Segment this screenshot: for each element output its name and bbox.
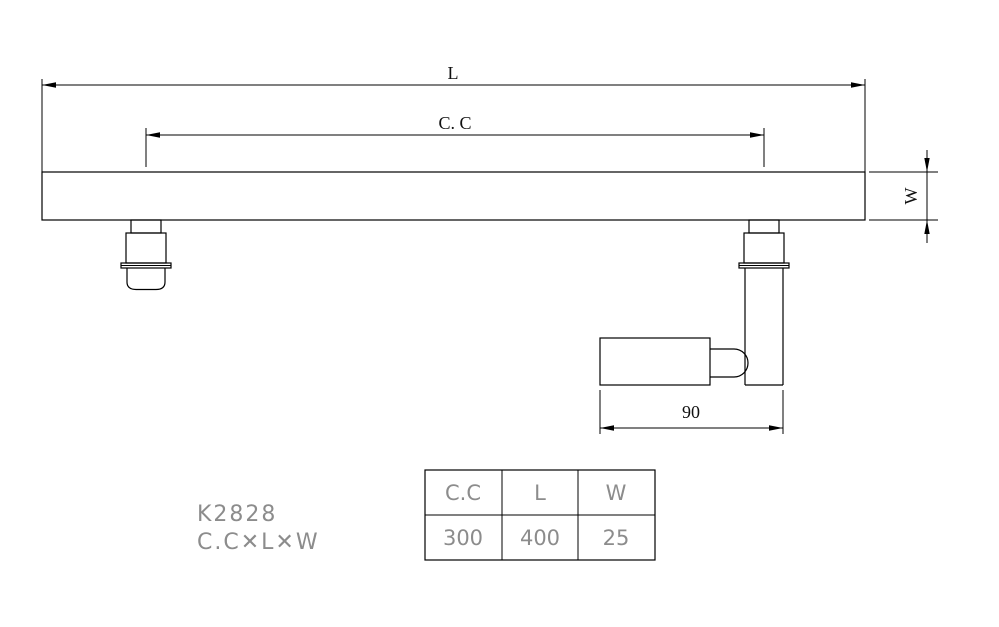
part-formula-text: C.C✕L✕W (197, 530, 320, 555)
handle-bar-outline (41, 171, 866, 221)
dimension-L: L (41, 63, 866, 172)
dim-L-label: L (448, 63, 459, 83)
spec-table-header-cc: C.C (445, 481, 481, 505)
dim-W-arrow-top (924, 158, 930, 172)
dim-W-label: W (901, 188, 921, 205)
left-post-base (126, 268, 166, 291)
dim-CC-arrow-right (750, 132, 764, 138)
right-mount-post (738, 219, 790, 269)
left-mount-post (120, 219, 172, 291)
dim-CC-label: C. C (438, 113, 471, 133)
spec-table-value-l: 400 (520, 526, 560, 550)
spec-table: C.C L W 300 400 25 (424, 469, 656, 561)
dim-W-arrow-bottom (924, 220, 930, 234)
dim-CC-arrow-left (146, 132, 160, 138)
dim-90-arrow-left (600, 425, 614, 431)
part-number-text: K2828 (197, 502, 277, 527)
grip-joint-cap (733, 348, 749, 378)
spec-table-value-cc: 300 (443, 526, 483, 550)
dim-L-arrow-left (42, 82, 56, 88)
handle-grip-side-view (599, 337, 749, 386)
spec-table-header-w: W (606, 481, 627, 505)
part-label-block: K2828 C.C✕L✕W (197, 502, 320, 555)
grip-outline (599, 337, 711, 386)
dimension-CC: C. C (145, 113, 765, 167)
dim-L-arrow-right (851, 82, 865, 88)
dim-90-label: 90 (682, 402, 700, 422)
dimension-90: 90 (599, 390, 784, 434)
handle-bar (41, 171, 866, 221)
dimension-W: W (869, 150, 938, 243)
dim-90-arrow-right (769, 425, 783, 431)
spec-table-value-w: 25 (603, 526, 630, 550)
handle-leg-side-view (744, 268, 784, 386)
spec-table-header-l: L (534, 481, 546, 505)
